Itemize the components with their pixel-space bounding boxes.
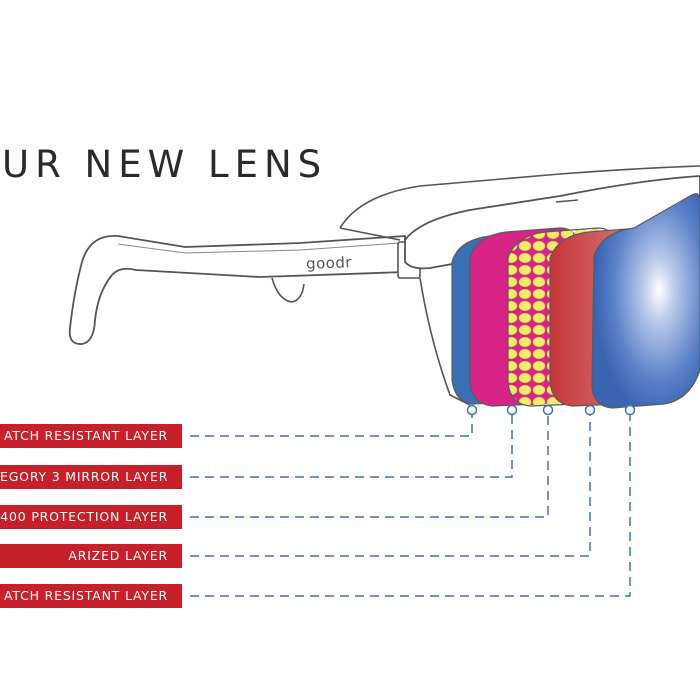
hinge-hook [271, 277, 305, 303]
frame-detail [555, 199, 579, 203]
frame-side [339, 227, 401, 241]
frame-top-bevel [339, 165, 700, 229]
layer-label-1: ATCH RESISTANT LAYER [0, 424, 182, 448]
layer-label-3: 400 PROTECTION LAYER [0, 505, 182, 529]
lens-layer-mirror [591, 193, 700, 409]
frame-lower [419, 277, 471, 406]
anchor-2 [506, 404, 518, 416]
leader-line-5 [190, 414, 631, 597]
diagram-title: UR NEW LENS [2, 143, 328, 186]
leader-anchors [466, 404, 636, 416]
anchor-5 [624, 404, 636, 416]
temple-inner-line [117, 242, 401, 254]
layer-label-2: EGORY 3 MIRROR LAYER [0, 465, 182, 489]
anchor-1 [466, 404, 478, 416]
leader-line-2 [190, 414, 513, 478]
layer-label-5: ATCH RESISTANT LAYER [0, 584, 182, 608]
goodr-logo: goodr [305, 253, 353, 273]
layer-label-4: ARIZED LAYER [0, 544, 182, 568]
leader-line-3 [190, 414, 549, 518]
anchor-3 [542, 404, 554, 416]
anchor-4 [584, 404, 596, 416]
leader-lines [190, 414, 631, 597]
leader-line-1 [190, 414, 473, 437]
temple-arm [68, 235, 406, 345]
